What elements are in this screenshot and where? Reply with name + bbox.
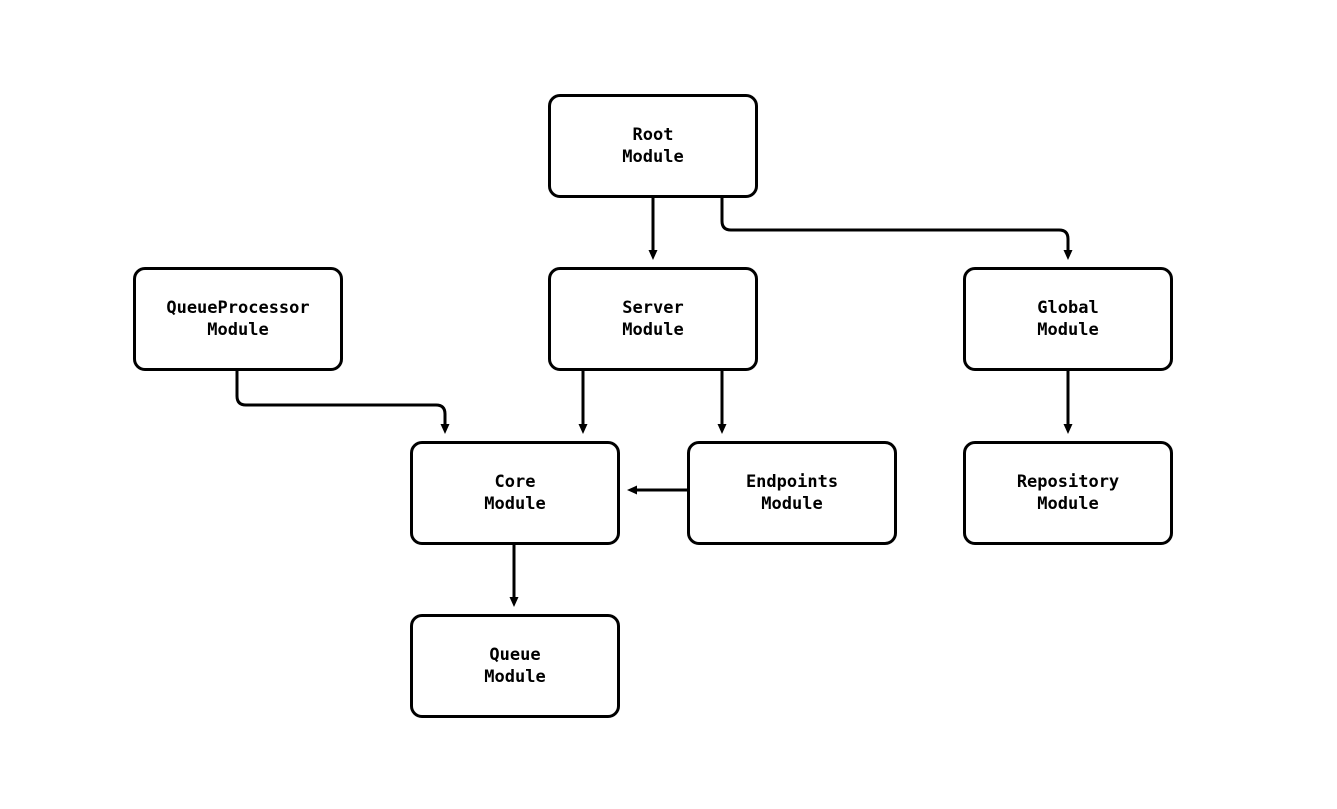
node-queue-module[interactable]: Queue Module <box>410 614 620 718</box>
edge-queueprocessor-to-core <box>235 371 450 434</box>
node-core-module[interactable]: Core Module <box>410 441 620 545</box>
node-core-module-label: Core Module <box>484 472 546 514</box>
node-global-module-label: Global Module <box>1037 298 1099 340</box>
node-endpoints-module-label: Endpoints Module <box>745 472 839 514</box>
node-queueprocessor-module[interactable]: QueueProcessor Module <box>133 267 343 371</box>
node-root-module-label: Root Module <box>622 125 684 167</box>
node-root-module[interactable]: Root Module <box>548 94 758 198</box>
node-endpoints-module[interactable]: Endpoints Module <box>687 441 897 545</box>
node-repository-module-label: Repository Module <box>1016 472 1120 514</box>
node-global-module[interactable]: Global Module <box>963 267 1173 371</box>
node-server-module-label: Server Module <box>622 298 684 340</box>
node-queue-module-label: Queue Module <box>484 645 546 687</box>
node-queueprocessor-module-label: QueueProcessor Module <box>166 298 310 340</box>
node-repository-module[interactable]: Repository Module <box>963 441 1173 545</box>
edge-root-to-global <box>720 198 1073 260</box>
node-server-module[interactable]: Server Module <box>548 267 758 371</box>
